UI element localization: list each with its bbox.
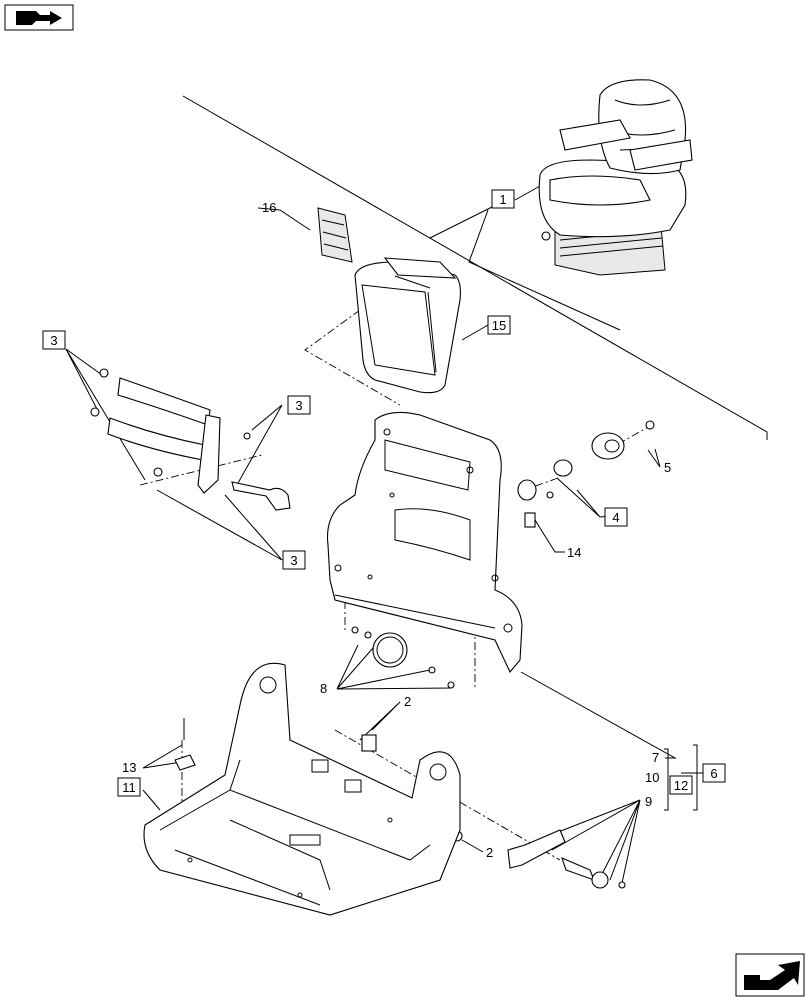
svg-text:14: 14 bbox=[567, 545, 581, 560]
svg-text:11: 11 bbox=[122, 780, 136, 795]
callout-2-lower[interactable]: 2 bbox=[486, 845, 493, 860]
callout-2-upper[interactable]: 2 bbox=[404, 694, 411, 709]
callout-1[interactable]: 1 bbox=[491, 189, 515, 209]
recline-brackets bbox=[90, 368, 291, 511]
callout-4[interactable]: 4 bbox=[604, 507, 628, 527]
svg-text:16: 16 bbox=[262, 200, 276, 215]
book-arrow-icon[interactable] bbox=[4, 4, 74, 31]
seat-base-frame bbox=[143, 662, 461, 916]
callout-13[interactable]: 13 bbox=[122, 760, 136, 775]
callout-9[interactable]: 9 bbox=[645, 794, 652, 809]
navigate-arrow-icon[interactable] bbox=[735, 953, 805, 997]
label-sticker bbox=[317, 207, 353, 263]
bolt-bracket bbox=[174, 718, 196, 771]
svg-text:10: 10 bbox=[645, 770, 659, 785]
svg-text:3: 3 bbox=[50, 333, 57, 348]
seat-assembly-illustration bbox=[538, 79, 693, 276]
callout-3-upper[interactable]: 3 bbox=[287, 395, 311, 415]
pivot-hardware bbox=[507, 829, 626, 889]
svg-text:2: 2 bbox=[486, 845, 493, 860]
svg-text:7: 7 bbox=[652, 750, 659, 765]
svg-text:15: 15 bbox=[492, 318, 506, 333]
callout-5[interactable]: 5 bbox=[664, 460, 671, 475]
callout-11[interactable]: 11 bbox=[117, 777, 141, 797]
callout-16[interactable]: 16 bbox=[262, 200, 276, 215]
fasteners bbox=[351, 626, 463, 842]
svg-text:3: 3 bbox=[290, 553, 297, 568]
svg-text:12: 12 bbox=[674, 778, 688, 793]
callout-7[interactable]: 7 bbox=[652, 750, 659, 765]
svg-text:1: 1 bbox=[499, 192, 506, 207]
svg-text:13: 13 bbox=[122, 760, 136, 775]
callout-6[interactable]: 6 bbox=[702, 763, 726, 783]
backrest-cushion bbox=[354, 257, 461, 394]
callout-3-left[interactable]: 3 bbox=[42, 330, 66, 350]
svg-text:3: 3 bbox=[295, 398, 302, 413]
callout-3-lower[interactable]: 3 bbox=[282, 550, 306, 570]
callout-15[interactable]: 15 bbox=[487, 315, 511, 335]
callout-8[interactable]: 8 bbox=[320, 681, 327, 696]
svg-text:4: 4 bbox=[612, 510, 619, 525]
svg-text:9: 9 bbox=[645, 794, 652, 809]
callout-10[interactable]: 10 bbox=[645, 770, 659, 785]
callout-12[interactable]: 12 bbox=[669, 775, 693, 795]
svg-text:6: 6 bbox=[710, 766, 717, 781]
svg-text:2: 2 bbox=[404, 694, 411, 709]
svg-text:8: 8 bbox=[320, 681, 327, 696]
svg-text:5: 5 bbox=[664, 460, 671, 475]
leader-lines bbox=[65, 95, 768, 884]
adjustment-knobs bbox=[517, 420, 655, 528]
backrest-frame bbox=[326, 411, 523, 674]
callout-14[interactable]: 14 bbox=[567, 545, 581, 560]
